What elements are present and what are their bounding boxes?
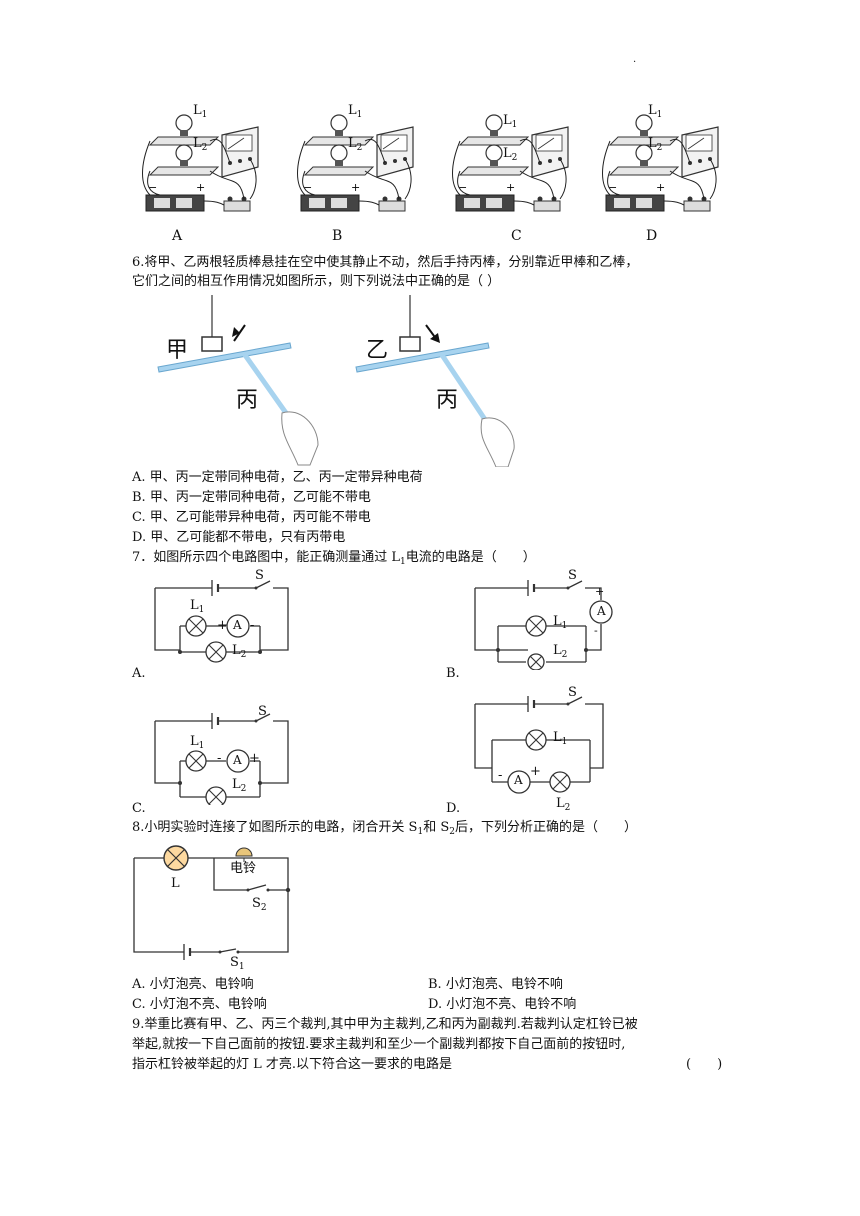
q8-stem: 8.小明实验时连接了如图所示的电路，闭合开关 S1和 S2后，下列分析正确的是（… xyxy=(132,820,637,837)
q7-d-plus: + xyxy=(530,764,541,779)
q7-c-ammeter: A xyxy=(233,753,242,767)
q5-a-l2: L2 xyxy=(193,136,208,153)
q5-option-b: B xyxy=(332,228,343,244)
q9-answer-paren: ( ) xyxy=(686,1057,723,1072)
q7-circuit-d xyxy=(474,696,604,794)
q7-d-l1: L1 xyxy=(553,730,568,747)
q7-b-ammeter: A xyxy=(597,604,606,618)
q7-d-switch: S xyxy=(568,685,577,700)
q6-stem-line2: 它们之间的相互作用情况如图所示，则下列说法中正确的是（ ） xyxy=(132,274,501,289)
q5-c-l2: L2 xyxy=(503,146,518,163)
q6-option-c: C. 甲、乙可能带异种电荷，丙可能不带电 xyxy=(132,510,371,525)
q6-option-d: D. 甲、乙可能都不带电，只有丙带电 xyxy=(132,530,346,545)
q7-a-minus: - xyxy=(250,618,255,633)
q7-d-minus: - xyxy=(498,768,503,783)
q7-a-switch: S xyxy=(255,568,264,583)
q7-b-l1: L1 xyxy=(553,614,568,631)
q6-label-jia: 甲 xyxy=(166,338,189,363)
q7-option-d: D. xyxy=(446,801,461,816)
q7-b-l2: L2 xyxy=(553,643,568,660)
q7-b-minus: - xyxy=(594,624,598,637)
q5-b-l1: L1 xyxy=(348,103,363,120)
q8-bell-label: 电铃 xyxy=(230,861,257,876)
q5-d-l1: L1 xyxy=(648,103,663,120)
q8-option-c: C. 小灯泡不亮、电铃响 xyxy=(132,997,267,1012)
q8-option-a: A. 小灯泡亮、电铃响 xyxy=(132,977,254,992)
q8-option-b: B. 小灯泡亮、电铃不响 xyxy=(428,977,563,992)
q8-circuit xyxy=(133,845,291,960)
q5-option-d: D xyxy=(646,228,658,244)
q5-option-c: C xyxy=(511,228,522,244)
option-d-figure xyxy=(601,114,719,212)
q7-c-switch: S xyxy=(258,704,267,719)
q5-c-l1: L1 xyxy=(503,113,518,130)
q7-option-a: A. xyxy=(132,666,146,681)
q6-label-bing-left: 丙 xyxy=(236,388,259,413)
q6-figure xyxy=(157,295,515,467)
q7-d-l2: L2 xyxy=(556,796,571,813)
q7-b-switch: S xyxy=(568,568,577,583)
q7-a-plus: + xyxy=(217,618,228,633)
q7-circuit-c xyxy=(154,713,289,805)
q6-label-bing-right: 丙 xyxy=(436,388,459,413)
q6-stem-line1: 6.将甲、乙两根轻质棒悬挂在空中使其静止不动，然后手持丙棒，分别靠近甲棒和乙棒， xyxy=(132,255,639,270)
q9-line2: 举起,就按一下自己面前的按钮.要求主裁判和至少一个副裁判都按下自己面前的按钮时, xyxy=(132,1037,626,1052)
q5-b-l2: L2 xyxy=(348,136,363,153)
q8-s1-label: S1 xyxy=(230,955,245,972)
q9-line1: 9.举重比赛有甲、乙、丙三个裁判,其中甲为主裁判,乙和丙为副裁判.若裁判认定杠铃… xyxy=(132,1017,638,1032)
q7-a-l1: L1 xyxy=(190,598,205,615)
q5-a-l1: L1 xyxy=(193,103,208,120)
q7-c-l2: L2 xyxy=(232,777,247,794)
q7-circuit-b xyxy=(474,580,613,670)
q7-d-ammeter: A xyxy=(514,773,523,787)
corner-mark: . xyxy=(633,54,637,65)
q7-b-plus: + xyxy=(595,585,605,598)
q7-circuit-a xyxy=(154,580,289,670)
q7-a-ammeter: A xyxy=(233,618,242,632)
option-a-figure xyxy=(141,114,259,212)
q8-s2-label: S2 xyxy=(252,896,267,913)
q5-apparatus-figures: −+ xyxy=(141,114,719,212)
q8-option-d: D. 小灯泡不亮、电铃不响 xyxy=(428,997,577,1012)
option-c-figure xyxy=(451,114,569,212)
q6-option-b: B. 甲、丙一定带同种电荷，乙可能不带电 xyxy=(132,490,371,505)
q7-stem: 7．如图所示四个电路图中，能正确测量通过 L1电流的电路是（ ） xyxy=(132,550,536,567)
q8-lamp-label: L xyxy=(171,876,180,891)
q7-c-l1: L1 xyxy=(190,734,205,751)
q5-option-a: A xyxy=(172,228,183,244)
q7-option-b: B. xyxy=(446,666,460,681)
q6-option-a: A. 甲、丙一定带同种电荷，乙、丙一定带异种电荷 xyxy=(132,470,423,485)
q7-a-l2: L2 xyxy=(232,643,247,660)
q7-c-minus: - xyxy=(217,751,222,766)
q7-option-c: C. xyxy=(132,801,146,816)
q9-line3: 指示杠铃被举起的灯 L 才亮.以下符合这一要求的电路是 xyxy=(132,1057,453,1072)
q5-d-l2: L2 xyxy=(648,136,663,153)
option-b-figure xyxy=(296,114,414,212)
q6-label-yi: 乙 xyxy=(366,338,389,363)
q7-c-plus: + xyxy=(249,751,260,766)
